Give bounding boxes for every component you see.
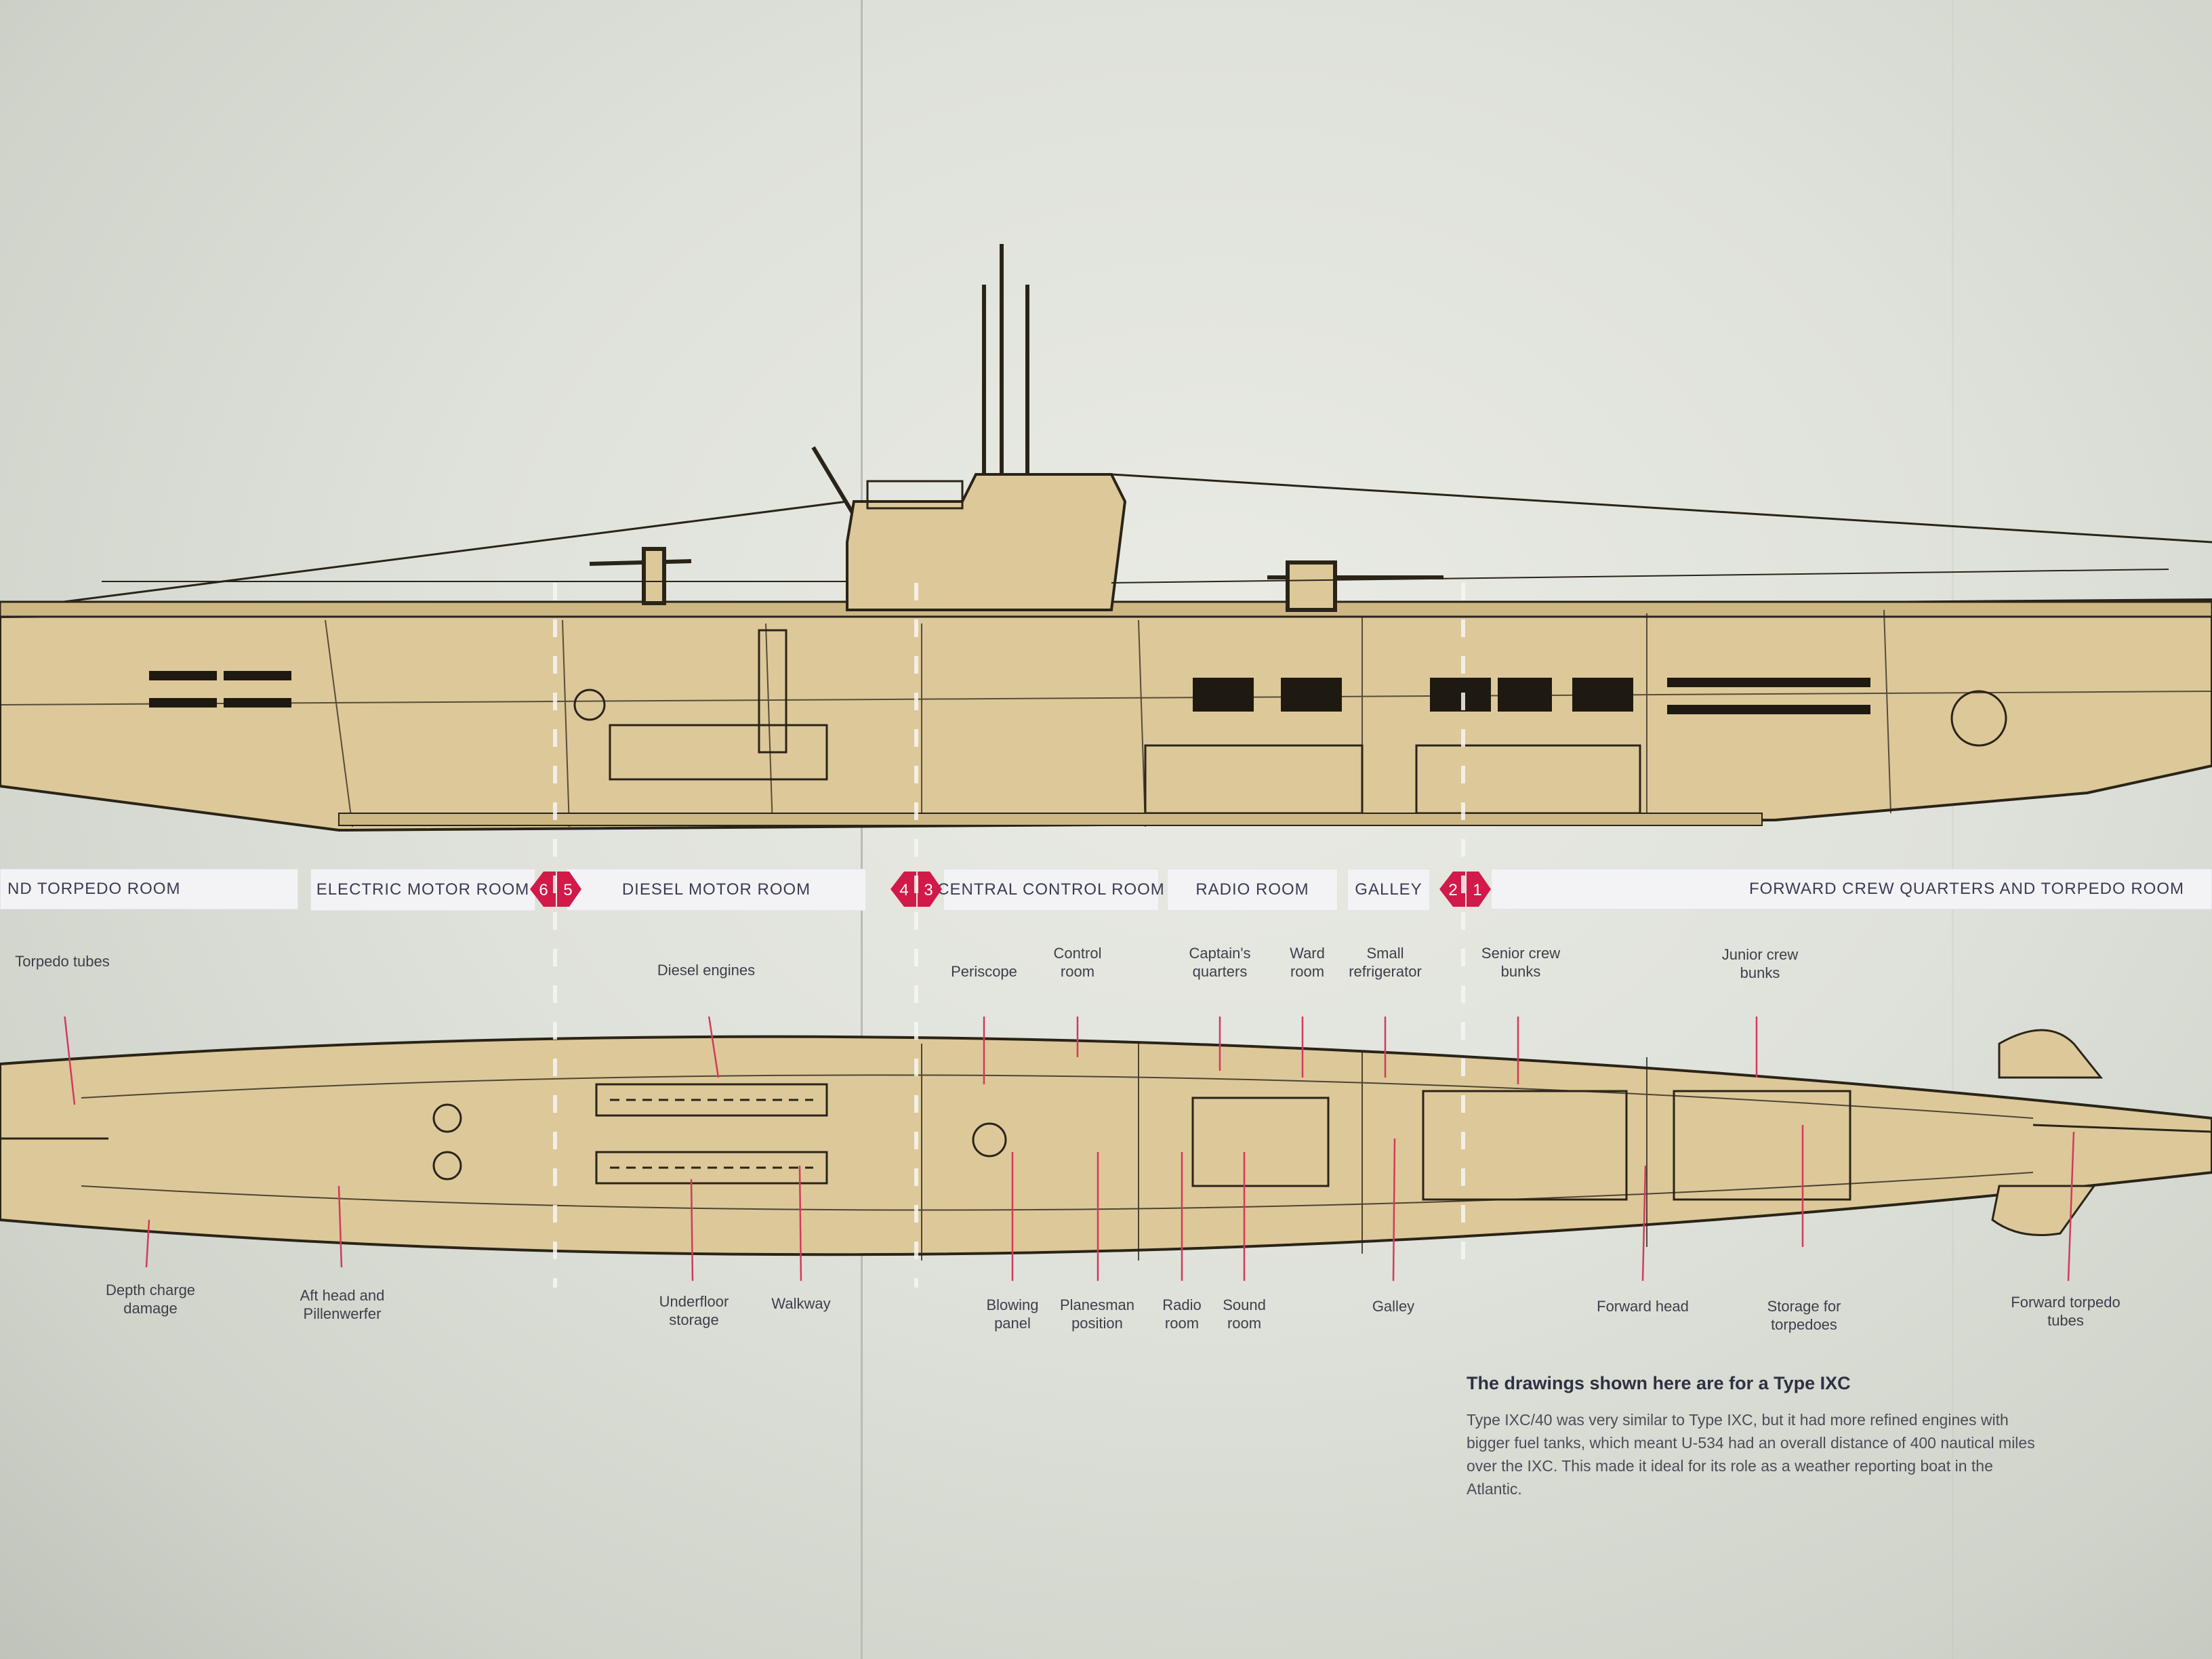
label-junior-crew-bunks: Junior crew bunks	[1721, 946, 1799, 981]
divider-aft	[553, 583, 557, 1288]
marker-2-1-left: 2	[1448, 881, 1457, 899]
label-senior-crew-bunks: Senior crew bunks	[1481, 945, 1561, 980]
marker-4-3-left: 4	[899, 881, 908, 899]
label-planesman-position: Planesman position	[1059, 1296, 1135, 1332]
label-forward-torpedo-tubes: Forward torpedo tubes	[2011, 1294, 2121, 1329]
label-sound-room: Sound room	[1223, 1296, 1266, 1332]
divider-forward	[1461, 583, 1465, 1261]
compartment-aft-torpedo-room: ND TORPEDO ROOM	[0, 869, 298, 909]
marker-6-5-left: 6	[539, 881, 548, 899]
panel-seam-left	[861, 0, 863, 1659]
compartment-central-control-room: CENTRAL CONTROL ROOM	[937, 869, 1164, 911]
label-depth-charge-damage: Depth charge damage	[105, 1282, 196, 1317]
label-periscope: Periscope	[951, 963, 1017, 980]
marker-2-1: 2 1	[1439, 872, 1491, 907]
label-underfloor-storage: Underfloor storage	[659, 1293, 729, 1328]
marker-4-3: 4 3	[890, 872, 942, 907]
label-torpedo-tubes: Torpedo tubes	[15, 953, 110, 970]
label-blowing-panel: Blowing panel	[986, 1296, 1039, 1332]
compartment-diesel-motor-room: DIESEL MOTOR ROOM	[567, 869, 866, 911]
label-galley: Galley	[1372, 1298, 1415, 1315]
marker-4-3-right: 3	[924, 881, 933, 899]
label-captains-quarters: Captain's quarters	[1189, 945, 1251, 980]
label-diesel-engines: Diesel engines	[657, 962, 756, 979]
compartment-galley: GALLEY	[1347, 869, 1430, 911]
label-ward-room: Ward room	[1290, 945, 1325, 980]
label-small-refrigerator: Small refrigerator	[1349, 945, 1422, 980]
info-body: Type IXC/40 was very similar to Type IXC…	[1467, 1411, 2035, 1498]
label-storage-for-torpedoes: Storage for torpedoes	[1767, 1298, 1841, 1333]
label-aft-head-pillenwerfer: Aft head and Pillenwerfer	[300, 1287, 385, 1322]
marker-6-5: 6 5	[530, 872, 581, 907]
compartment-radio-room: RADIO ROOM	[1167, 869, 1338, 911]
info-title: The drawings shown here are for a Type I…	[1467, 1373, 1851, 1393]
label-forward-head: Forward head	[1597, 1298, 1689, 1315]
submarine-side-elevation	[0, 244, 2212, 832]
label-control-room: Control room	[1053, 945, 1102, 980]
marker-2-1-right: 1	[1473, 881, 1481, 899]
compartment-electric-motor-room: ELECTRIC MOTOR ROOM	[310, 869, 535, 911]
submarine-plan-view	[0, 1017, 2212, 1282]
marker-6-5-right: 5	[563, 881, 572, 899]
divider-control	[914, 583, 918, 1288]
panel-seam-right	[1952, 0, 1954, 1659]
label-walkway: Walkway	[771, 1295, 831, 1312]
compartment-forward-crew-quarters: FORWARD CREW QUARTERS AND TORPEDO ROOM	[1491, 869, 2212, 909]
label-radio-room: Radio room	[1162, 1296, 1202, 1332]
